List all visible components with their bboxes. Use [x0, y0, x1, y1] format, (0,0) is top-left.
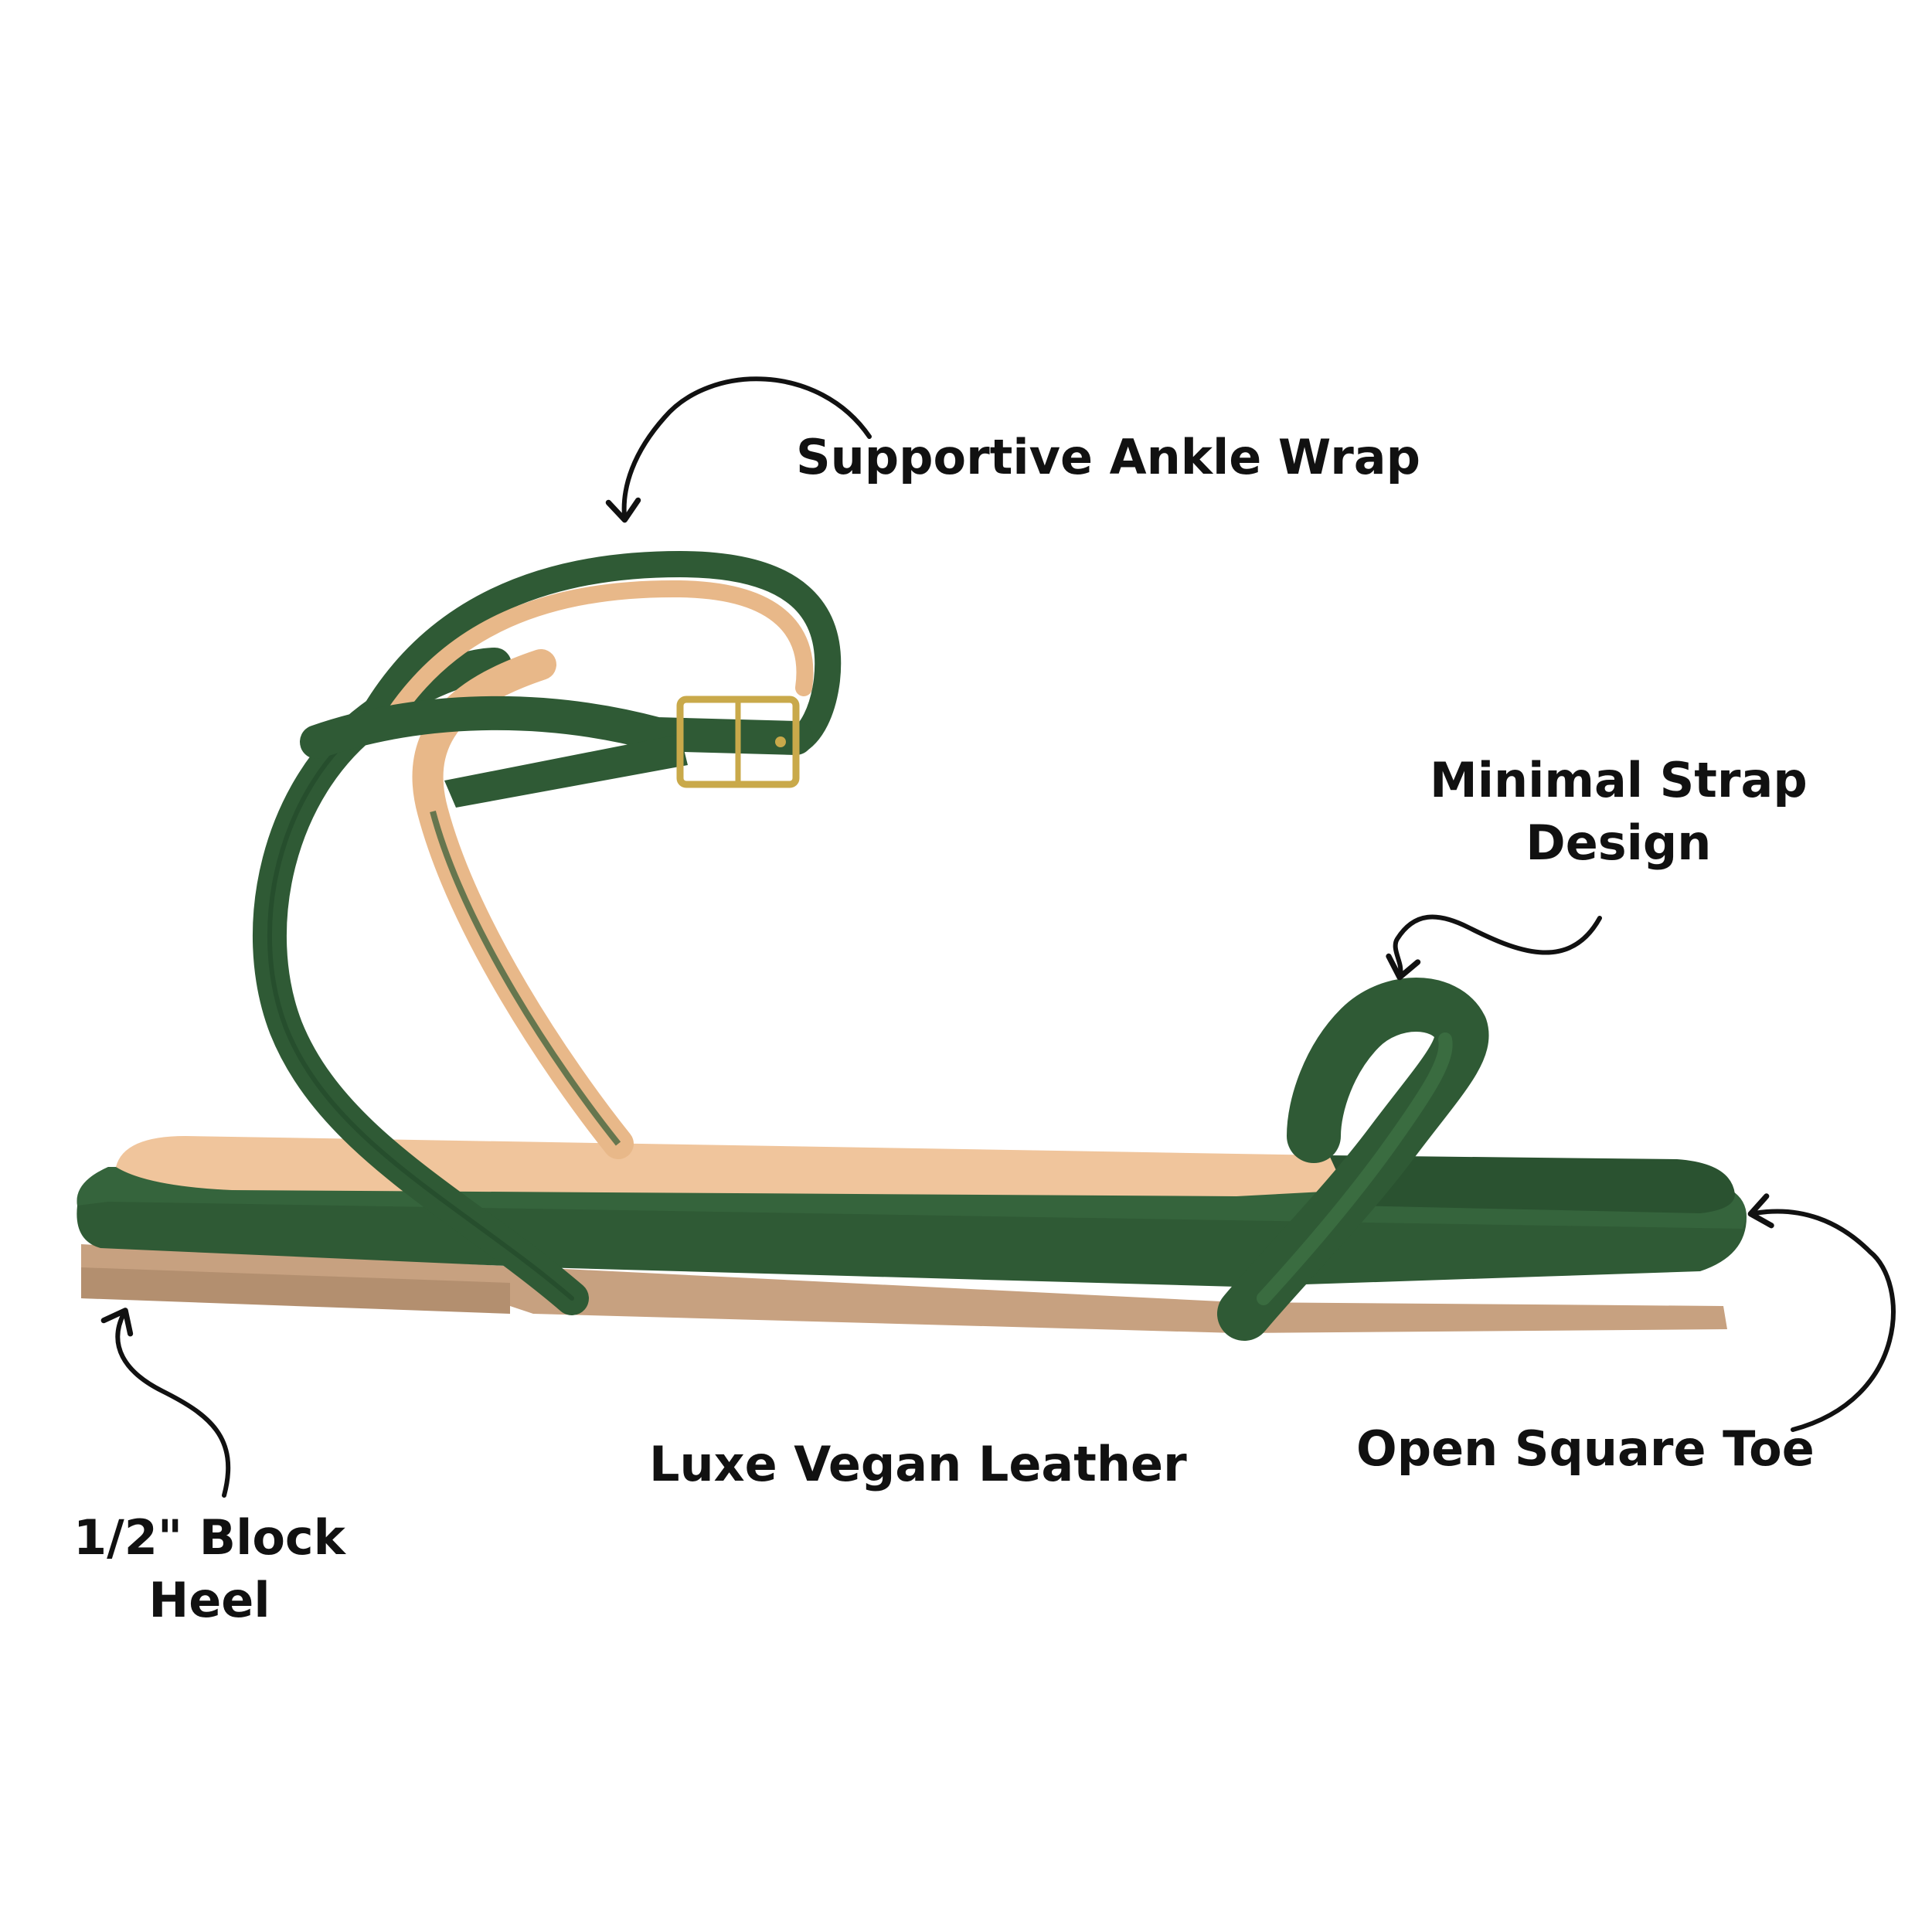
strap-tail: [444, 734, 688, 808]
callout-minimal-strap-line2: Design: [1526, 814, 1712, 871]
toe-bed: [1329, 1155, 1735, 1213]
callout-block-heel-line1: 1/2" Block: [73, 1509, 345, 1566]
callout-open-toe: Open Square Toe: [1356, 1418, 1815, 1481]
callout-minimal-strap-line1: Minimal Strap: [1430, 752, 1808, 808]
buckle-strap: [300, 696, 813, 759]
curved-arrow-icon: [1386, 914, 1602, 981]
callout-block-heel: 1/2" Block Heel: [73, 1507, 345, 1631]
callout-vegan-leather: Luxe Vegan Leather: [649, 1434, 1187, 1496]
callout-ankle-wrap-text: Supportive Ankle Wrap: [796, 429, 1420, 485]
callout-vegan-leather-text: Luxe Vegan Leather: [649, 1436, 1187, 1492]
callout-minimal-strap: Minimal Strap Design: [1430, 750, 1808, 874]
curved-arrow-icon: [100, 1308, 231, 1498]
callout-open-toe-text: Open Square Toe: [1356, 1420, 1815, 1477]
insole: [116, 1136, 1352, 1196]
curved-arrow-icon: [1747, 1193, 1896, 1432]
ankle-loop: [358, 550, 842, 755]
outsole: [81, 1244, 1727, 1333]
callout-ankle-wrap: Supportive Ankle Wrap: [796, 427, 1420, 489]
callout-block-heel-line2: Heel: [148, 1571, 270, 1628]
curved-arrow-icon: [605, 376, 872, 523]
